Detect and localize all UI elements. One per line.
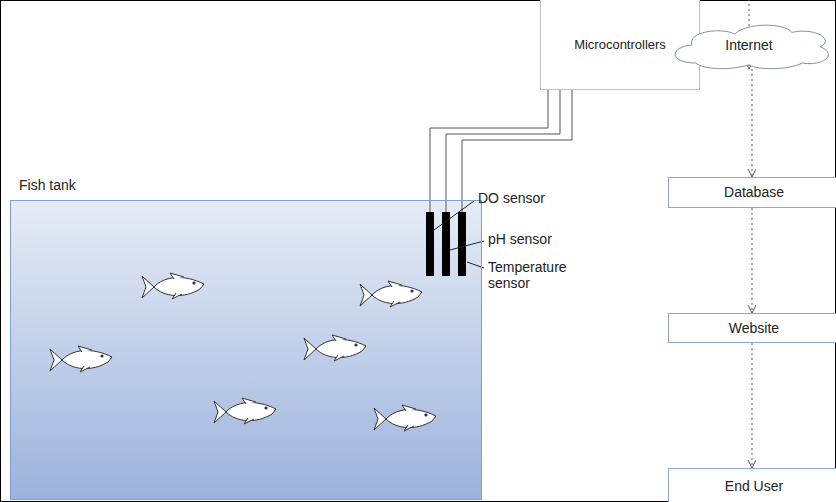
region-heading: Fish tank bbox=[19, 177, 76, 194]
leader-lines bbox=[434, 201, 484, 268]
node-label: Internet bbox=[725, 37, 772, 54]
node-label: Website bbox=[729, 320, 779, 337]
process-box: Website bbox=[668, 313, 836, 343]
node-label: Database bbox=[724, 184, 784, 201]
sensor-label: pH sensor bbox=[488, 231, 552, 247]
node-label: Microcontrollers bbox=[574, 37, 666, 53]
tank-region: Fish tank bbox=[10, 200, 482, 500]
process-box: Database bbox=[668, 177, 836, 208]
cloud-node: Internet bbox=[660, 18, 836, 72]
dotted-arrow bbox=[752, 343, 753, 468]
water bbox=[10, 200, 482, 500]
sensor-label: DO sensor bbox=[478, 190, 545, 206]
process-box: Microcontrollers bbox=[540, 0, 700, 90]
dotted-arrow bbox=[752, 69, 753, 177]
dotted-arrow bbox=[752, 208, 753, 313]
fish-group bbox=[50, 273, 436, 431]
sensor-label: Temperature sensor bbox=[488, 259, 580, 291]
process-box: End User bbox=[668, 468, 836, 502]
node-label: End User bbox=[725, 478, 783, 495]
